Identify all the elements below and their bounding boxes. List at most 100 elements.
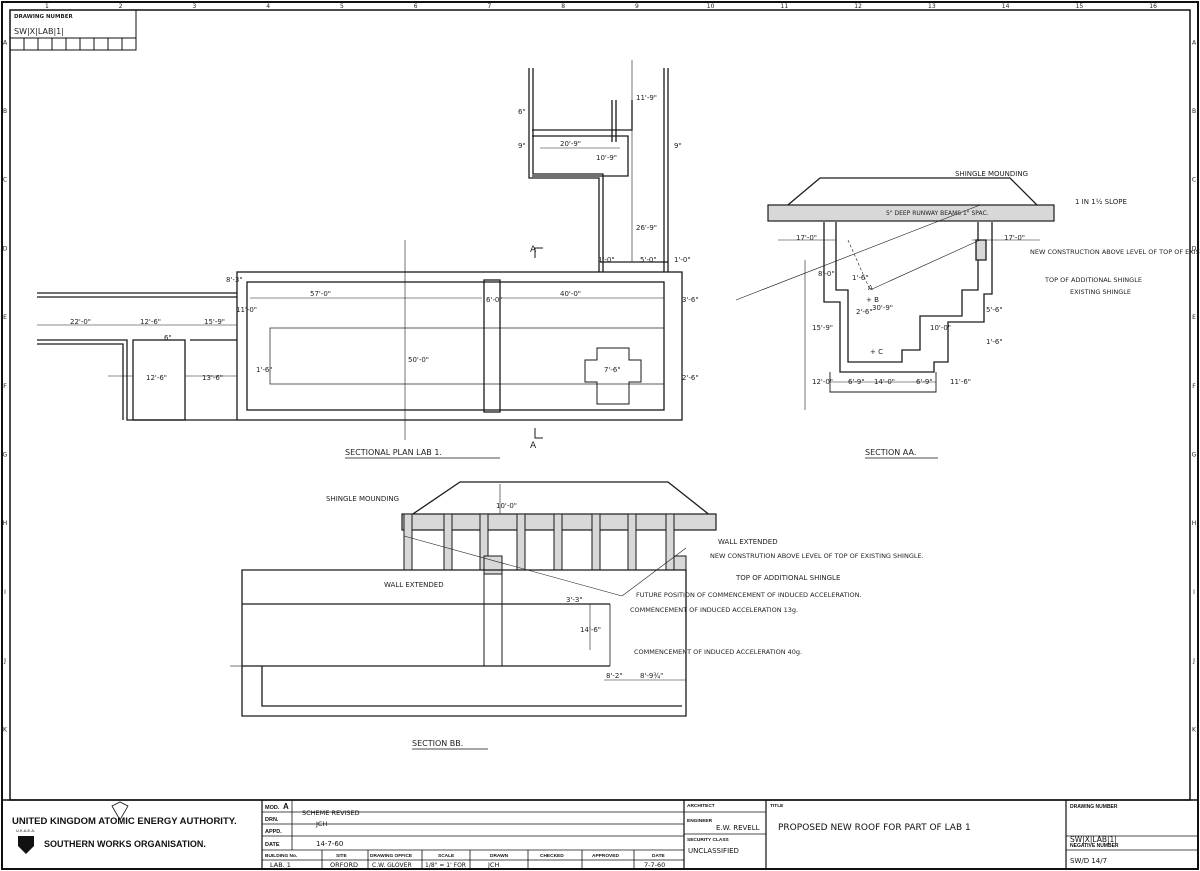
aa-dim-1-6: 1'-6" [852,274,869,282]
aa-runway-beams: 5" DEEP RUNWAY BEAMS 1" SPAC. [886,210,989,217]
grid-number: 12 [854,3,862,10]
drawn: JCH [487,861,499,869]
grid-number: 4 [266,3,270,10]
bb-dim-10-0: 10'-0" [496,502,517,510]
date2: 7-7-60 [644,861,665,869]
grid-number: 6 [414,3,418,10]
aa-dim-5-6: 5'-6" [986,306,1003,314]
aa-dim-8-0: 8'-0" [818,270,835,278]
aa-dim-17-0-b: 17'-0" [1004,234,1025,242]
grid-letter: F [3,383,7,390]
aa-dim-6-9-a: 6'-9" [848,378,865,386]
aa-dim-10-0: 10'-0" [930,324,951,332]
grid-number: 15 [1076,3,1084,10]
authority-name: UNITED KINGDOM ATOMIC ENERGY AUTHORITY. [12,816,237,827]
bb-dim-8-9: 8'-9¾" [640,672,663,680]
aa-dim-12-0: 12'-0" [812,378,833,386]
dim-9-a: 9" [518,142,526,150]
grid-letter: J [1192,658,1195,665]
title-drawing-number: SW|X|LAB|1| [1070,835,1117,844]
revision-date: 14-7-60 [316,840,343,848]
grid-letter: B [3,108,7,115]
dim-8-3: 8'-3" [226,276,243,284]
dim-57-0: 57'-0" [310,290,331,298]
top-drawing-number-box: DRAWING NUMBER SW|X|LAB|1| [9,9,137,51]
dim-5-0: 5'-0" [640,256,657,264]
grid-letter: H [1192,520,1197,527]
grid-number: 11 [781,3,789,10]
mod-value: A [283,802,289,811]
drawn-label: DRAWN [490,853,509,859]
aa-top-additional: TOP OF ADDITIONAL SHINGLE [1044,276,1142,284]
site: ORFORD [330,861,358,869]
site-label: SITE [336,853,347,859]
grid-number: 1 [45,3,49,10]
section-bb-caption: SECTION BB. [412,739,463,748]
dim-22-0: 22'-0" [70,318,91,326]
drawing-office-label: DRAWING OFFICE [370,853,413,859]
grid-number: 13 [928,3,936,10]
ukaea-mark: U.K.A.E.A. [16,828,35,833]
grid-letter: A [3,39,8,46]
drn-label: DRN. [265,817,279,823]
grid-number: 3 [192,3,196,10]
negative-number-label: NEGATIVE NUMBER [1070,843,1119,849]
bb-wall-extended-left: WALL EXTENDED [384,581,444,589]
dim-3-6: 3'-6" [682,296,699,304]
mod-label: MOD. [265,805,280,811]
title-label: TITLE [770,803,784,809]
aa-dim-15-9: 15'-9" [812,324,833,332]
aa-existing-shingle: EXISTING SHINGLE [1070,288,1131,296]
scale: 1/8" = 1' FOR [425,862,466,869]
bb-shingle-mounding: SHINGLE MOUNDING [326,495,399,503]
bb-commencement-40g: COMMENCEMENT OF INDUCED ACCELERATION 40g… [634,648,802,656]
grid-letter: H [3,520,8,527]
grid-letter: G [1192,452,1197,459]
dim-12-6-b: 12'-6" [146,374,167,382]
aa-new-construction: NEW CONSTRUCTION ABOVE LEVEL OF TOP OF E… [1030,248,1200,256]
dim-11-0: 11'-0" [236,306,257,314]
dim-12-6: 12'-6" [140,318,161,326]
bb-top-additional: TOP OF ADDITIONAL SHINGLE [735,574,840,582]
scale-label: SCALE [438,853,455,859]
grid-letter: I [1193,589,1195,596]
dim-6-0: 6'-0" [486,296,503,304]
aa-dim-17-0-a: 17'-0" [796,234,817,242]
approved-label: APPROVED [592,853,619,859]
security-label: SECURITY CLASS [687,837,730,843]
grid-letter: C [1192,177,1196,184]
bb-new-construction: NEW CONSTRUTION ABOVE LEVEL OF TOP OF EX… [710,552,924,560]
aa-slope: 1 IN 1½ SLOPE [1075,198,1127,206]
architect-label: ARCHITECT [687,803,715,809]
grid-letter: I [4,589,6,596]
bb-dim-14-6: 14'-6" [580,626,601,634]
grid-number: 2 [119,3,123,10]
dim-9-b: 9" [674,142,682,150]
top-drawing-number-label: DRAWING NUMBER [14,14,73,20]
grid-number: 5 [340,3,344,10]
building-no: LAB. 1 [270,861,291,869]
aa-dim-30-9: 30'-9" [872,304,893,312]
grid-letter: K [1192,726,1197,733]
sectional-plan-caption: SECTIONAL PLAN LAB 1. [345,448,442,457]
grid-letter: K [3,726,8,733]
grid-letter: D [1192,245,1197,252]
aa-dim-1-6-right: 1'-6" [986,338,1003,346]
section-bb-drawing [230,481,717,717]
sectional-plan-dimensions: 57'-0" 40'-0" 6'-0" 50'-0" 20'-9" 9" 9" … [70,94,699,451]
section-aa-drawing [735,177,1055,410]
title-block: UNITED KINGDOM ATOMIC ENERGY AUTHORITY. … [1,799,1199,870]
section-bb-labels: SHINGLE MOUNDING WALL EXTENDED WALL EXTE… [326,495,924,680]
grid-letter: D [3,245,8,252]
grid-letter: A [1192,39,1197,46]
title-drawing-number-label: DRAWING NUMBER [1070,804,1118,810]
grid-letter: B [1192,108,1196,115]
section-marker-a-bottom: A [530,441,537,451]
dim-7-6: 7'-6" [604,366,621,374]
drawing-office: C.W. GLOVER [372,862,412,869]
aa-point-a: A [868,284,873,292]
bb-dim-8-2: 8'-2" [606,672,623,680]
aa-dim-2-6: 2'-6" [856,308,873,316]
